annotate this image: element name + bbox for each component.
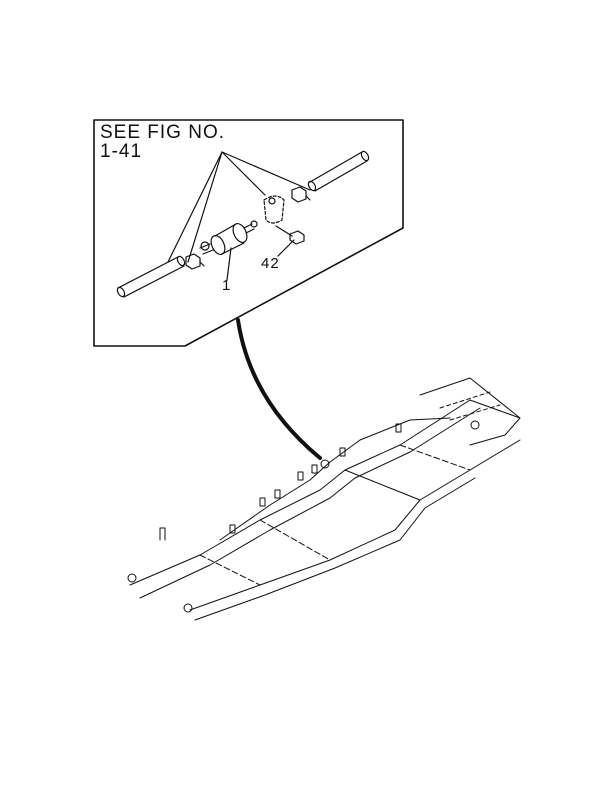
left-fuel-pipe: [116, 255, 186, 298]
zoom-connector: [236, 318, 322, 460]
reference-leaders: [167, 151, 311, 263]
right-bracket: [263, 195, 285, 224]
chassis-frame: [127, 377, 521, 621]
inset-frame: [93, 119, 404, 347]
part-1-leader: [226, 247, 232, 281]
fuel-filter: [199, 220, 258, 256]
right-fuel-pipe: [307, 150, 370, 192]
left-clamp: [185, 253, 205, 270]
reference-text-line2: 1-41: [100, 141, 143, 162]
right-clamp: [291, 186, 311, 203]
reference-text-line1: SEE FIG NO.: [100, 122, 226, 143]
part-42-leader: [277, 239, 295, 257]
bolt-42: [275, 225, 305, 245]
callout-part-1: 1: [222, 277, 232, 294]
callout-part-42: 42: [261, 255, 280, 272]
